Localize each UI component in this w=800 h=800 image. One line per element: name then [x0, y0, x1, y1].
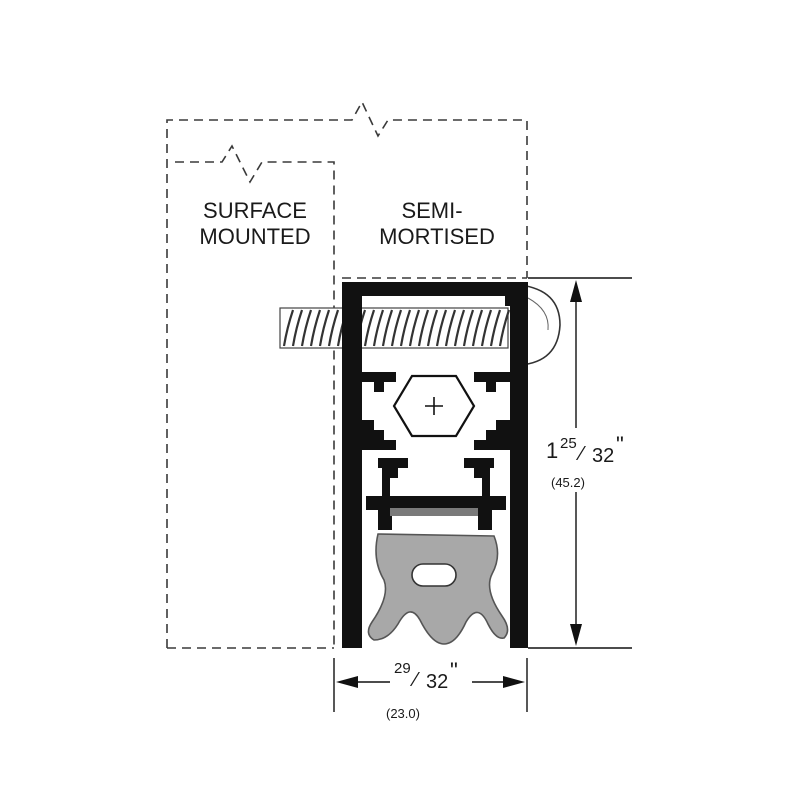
screw-thread — [309, 309, 322, 347]
height-inch-mark: " — [616, 432, 624, 457]
rubber-seal — [367, 533, 509, 645]
screw-thread — [471, 309, 484, 347]
screw-thread — [444, 309, 457, 347]
height-dimension: 1 25 ⁄ 32 " (45.2) — [528, 277, 636, 649]
width-numerator: 29 — [394, 660, 411, 677]
screw-thread — [426, 309, 439, 347]
width-metric: (23.0) — [386, 706, 420, 721]
screw-thread — [399, 309, 412, 347]
screw-thread — [462, 309, 475, 347]
width-dimension: 29 ⁄ 32 " (23.0) — [333, 658, 528, 721]
screw-thread — [390, 309, 403, 347]
surface-mounted-label-line2: MOUNTED — [199, 224, 310, 249]
screw-thread — [381, 309, 394, 347]
height-whole: 1 — [546, 438, 558, 463]
width-slash: ⁄ — [409, 669, 420, 691]
screw-thread — [480, 309, 493, 347]
screw-thread — [417, 309, 430, 347]
screw-thread — [300, 309, 313, 347]
height-denominator: 32 — [592, 445, 614, 467]
screw-thread — [327, 309, 340, 347]
screw-thread — [282, 309, 295, 347]
hex-nut-icon — [392, 374, 476, 438]
width-denominator: 32 — [426, 671, 448, 693]
height-slash: ⁄ — [575, 443, 586, 465]
screw-thread — [408, 309, 421, 347]
surface-mounted-label-line1: SURFACE — [203, 198, 307, 223]
screw-thread — [363, 309, 376, 347]
semi-mortised-label-line2: MORTISED — [379, 224, 495, 249]
screw-thread — [453, 309, 466, 347]
screw-thread — [291, 309, 304, 347]
width-inch-mark: " — [450, 658, 458, 683]
screw-thread — [372, 309, 385, 347]
screw-thread — [435, 309, 448, 347]
screw-icon — [279, 284, 561, 366]
screw-thread — [498, 309, 511, 347]
height-metric: (45.2) — [551, 475, 585, 490]
screw-thread — [318, 309, 331, 347]
height-numerator: 25 — [560, 435, 577, 452]
extrusion-housing — [342, 282, 528, 648]
surface-mounted-outline — [167, 144, 335, 649]
semi-mortised-outline — [166, 100, 528, 648]
semi-mortised-label-line1: SEMI- — [401, 198, 462, 223]
screw-thread — [489, 309, 502, 347]
